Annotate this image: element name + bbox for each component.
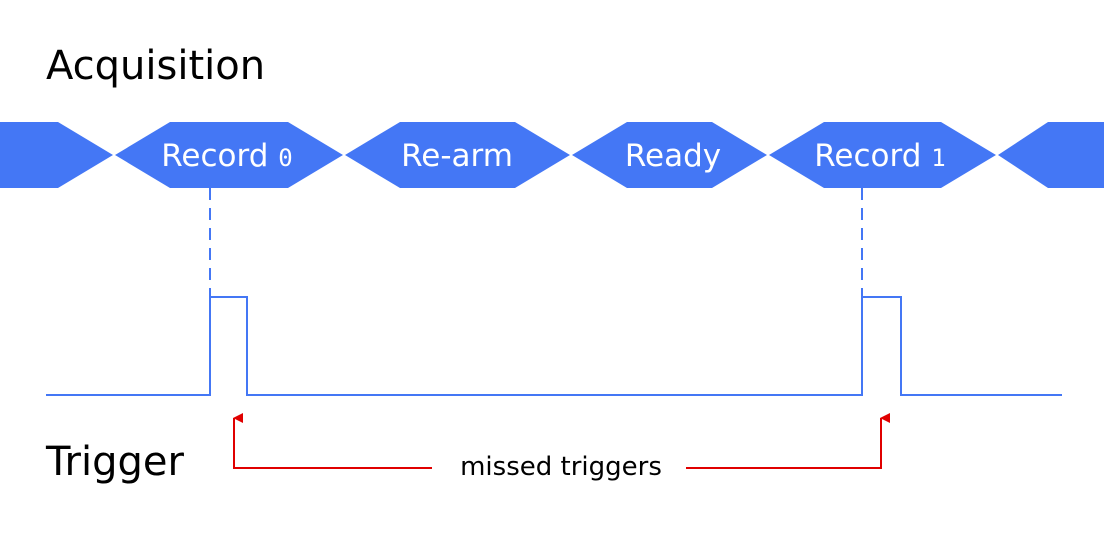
acquisition-label: Acquisition [46, 43, 265, 89]
state-label-record-1: Record 1 [814, 138, 945, 174]
state-segment-record-1 [769, 122, 996, 188]
trigger-label: Trigger [45, 439, 185, 485]
state-segment-start [0, 122, 113, 188]
state-segment-ready [572, 122, 767, 188]
missed-triggers-arrow-left [233, 413, 432, 469]
missed-triggers-arrow-right [686, 413, 890, 469]
state-segment-record-0 [115, 122, 343, 188]
trigger-waveform [46, 296, 1062, 396]
state-segment-re-arm [345, 122, 570, 188]
state-label-re-arm: Re-arm [401, 138, 513, 174]
acquisition-bus: Record 0 Re-arm Ready Record 1 [0, 122, 1104, 188]
missed-triggers-label: missed triggers [460, 452, 662, 482]
state-segment-end [998, 122, 1104, 188]
state-label-record-0: Record 0 [161, 138, 292, 174]
state-label-ready: Ready [625, 138, 721, 174]
